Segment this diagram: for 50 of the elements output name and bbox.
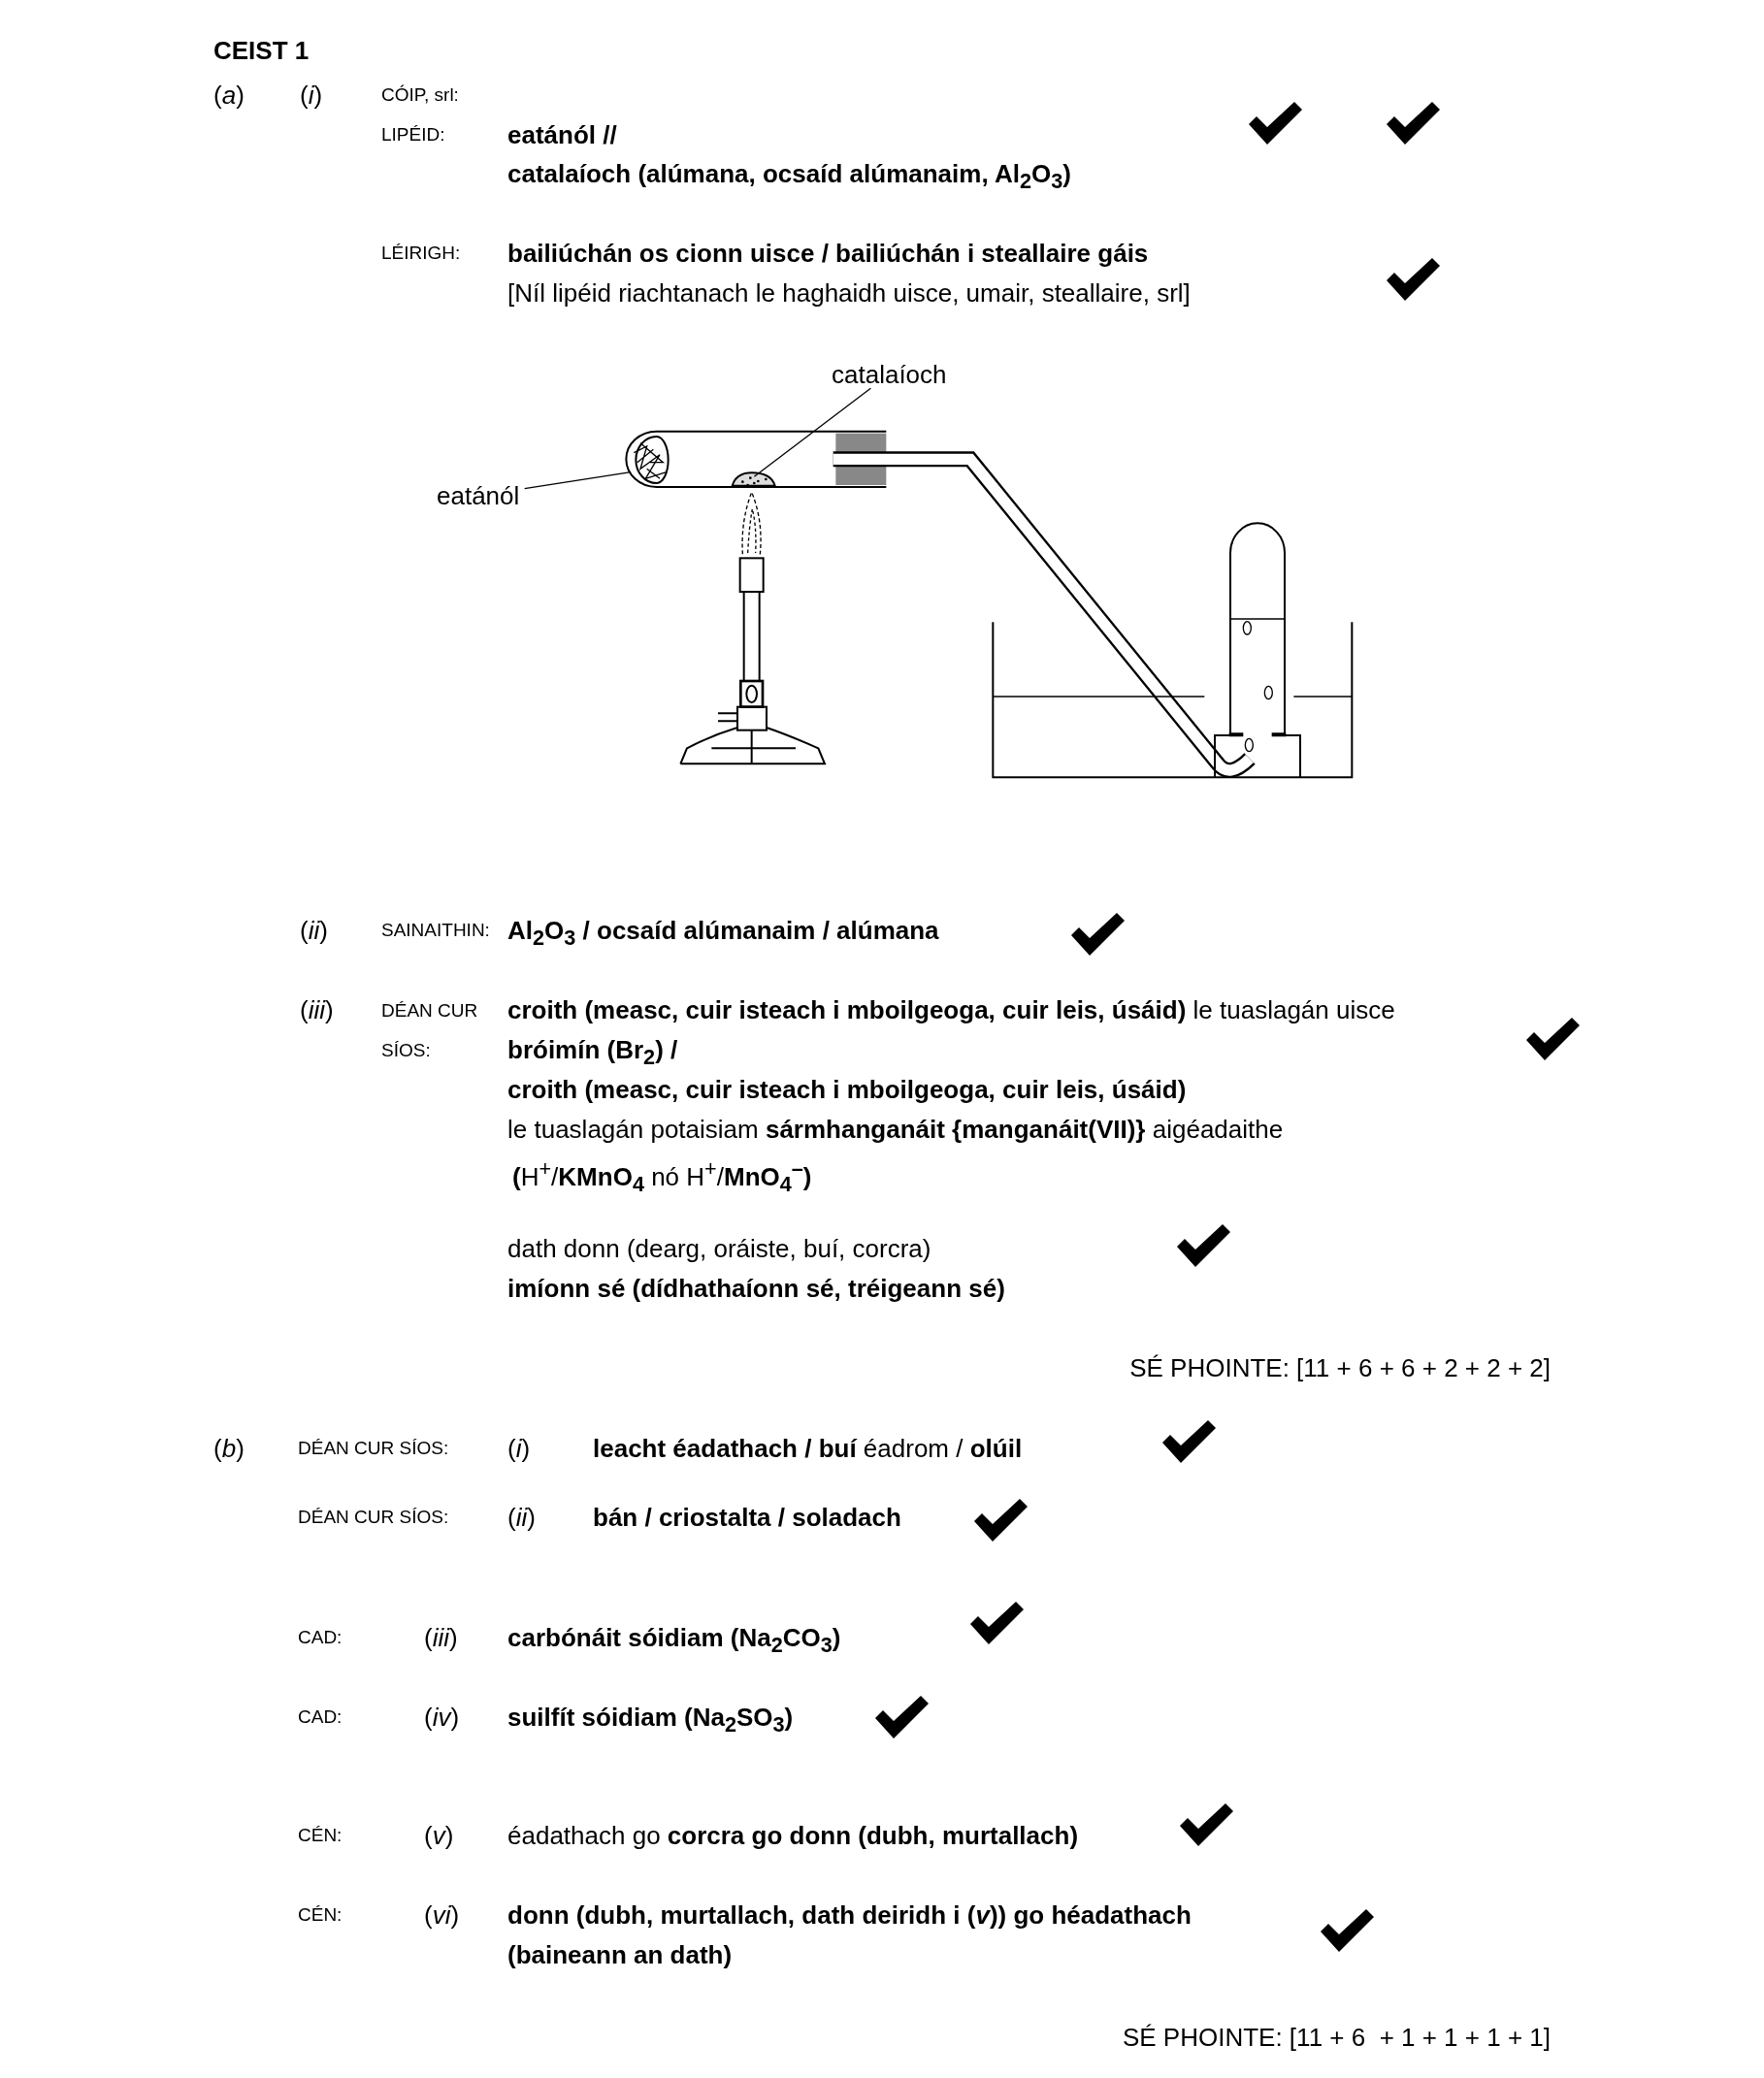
- instruction-label: CAD:: [298, 1626, 343, 1649]
- part-number: (vi): [424, 1899, 460, 1932]
- answer-text: carbónáit sóidiam (Na$_{2}$CO$_{3}$): [507, 1622, 841, 1660]
- part-number: (iii): [424, 1622, 458, 1654]
- part-number: (ii): [507, 1502, 536, 1534]
- instruction-label: LIPÉID:: [381, 123, 445, 146]
- catalyst-lump: [731, 471, 776, 487]
- instruction-label: LÉIRIGH:: [381, 242, 461, 265]
- marks-total: SÉ PHOINTE: [11 + 6 + 1 + 1 + 1 + 1]: [1122, 2022, 1551, 2054]
- instruction-label: DÉAN CUR SÍOS:: [298, 1506, 449, 1529]
- leader-line: [524, 471, 632, 490]
- answer-text: éadathach go corcra go donn (dubh, murtallach): [507, 1820, 1079, 1852]
- answer-text: Al$_{2}$O$_{3}$ / ocsaíd alúmanaim / alúmana: [507, 915, 939, 953]
- instruction-label: CÓIP, srl:: [381, 83, 459, 107]
- part-number: (i): [300, 80, 323, 112]
- answer-text: bróimín (Br$_{2}$) /: [507, 1034, 678, 1072]
- answer-text: croith (measc, cuir isteach i mboilgeoga, cuir leis, úsáid): [507, 1074, 1187, 1106]
- part-number: (ii): [300, 915, 328, 947]
- answer-text: donn (dubh, murtallach, dath deiridh i (v)) go héadathach: [507, 1899, 1192, 1932]
- answer-text: le tuaslagán potaisiam sármhanganáit {manganáit(VII)} aigéadaithe: [507, 1114, 1284, 1146]
- answer-text: bán / criostalta / soladach: [593, 1502, 901, 1534]
- instruction-label: CÉN:: [298, 1824, 343, 1847]
- part-number: (b): [213, 1433, 245, 1465]
- answer-text: (H$^{+}$/KMnO$_{4}$ nó H$^{+}$/MnO$_{4}$$^{–}$): [512, 1155, 812, 1198]
- answer-text: croith (measc, cuir isteach i mboilgeoga, cuir leis, úsáid) le tuaslagán uisce: [507, 994, 1395, 1026]
- part-label: eatánól: [437, 479, 520, 512]
- part-number: (v): [424, 1820, 454, 1852]
- answer-text: [Níl lipéid riachtanach le haghaidh uisce, umair, steallaire, srl]: [507, 277, 1191, 309]
- part-number: (iv): [424, 1702, 460, 1734]
- part-number: (iii): [300, 994, 334, 1026]
- answer-text: suilfít sóidiam (Na$_{2}$SO$_{3}$): [507, 1702, 794, 1739]
- answer-text: (baineann an dath): [507, 1939, 733, 1971]
- glass-wool: [633, 436, 670, 484]
- leader-line: [753, 387, 872, 477]
- answer-text: bailiúchán os cionn uisce / bailiúchán i steallaire gáis: [507, 238, 1149, 270]
- marks-total: SÉ PHOINTE: [11 + 6 + 6 + 2 + 2 + 2]: [1129, 1352, 1551, 1384]
- part-number: (i): [507, 1433, 531, 1465]
- answer-text: dath donn (dearg, oráiste, buí, corcra): [507, 1233, 931, 1265]
- answer-text: imíonn sé (dídhathaíonn sé, tréigeann sé): [507, 1273, 1005, 1305]
- instruction-label: DÉAN CUR SÍOS:: [381, 999, 479, 1062]
- instruction-label: DÉAN CUR SÍOS:: [298, 1437, 449, 1460]
- instruction-label: SAINAITHIN:: [381, 919, 490, 942]
- question-heading: CEIST 1: [213, 35, 310, 67]
- answer-text: leacht éadathach / buí éadrom / olúil: [593, 1433, 1023, 1465]
- instruction-label: CÉN:: [298, 1903, 343, 1927]
- part-label: catalaíoch: [832, 358, 947, 391]
- answer-text: eatánól //: [507, 119, 617, 151]
- part-number: (a): [213, 80, 245, 112]
- answer-text: catalaíoch (alúmana, ocsaíd alúmanaim, Al$_{2}$O$_{3}$): [507, 158, 1071, 196]
- instruction-label: CAD:: [298, 1705, 343, 1729]
